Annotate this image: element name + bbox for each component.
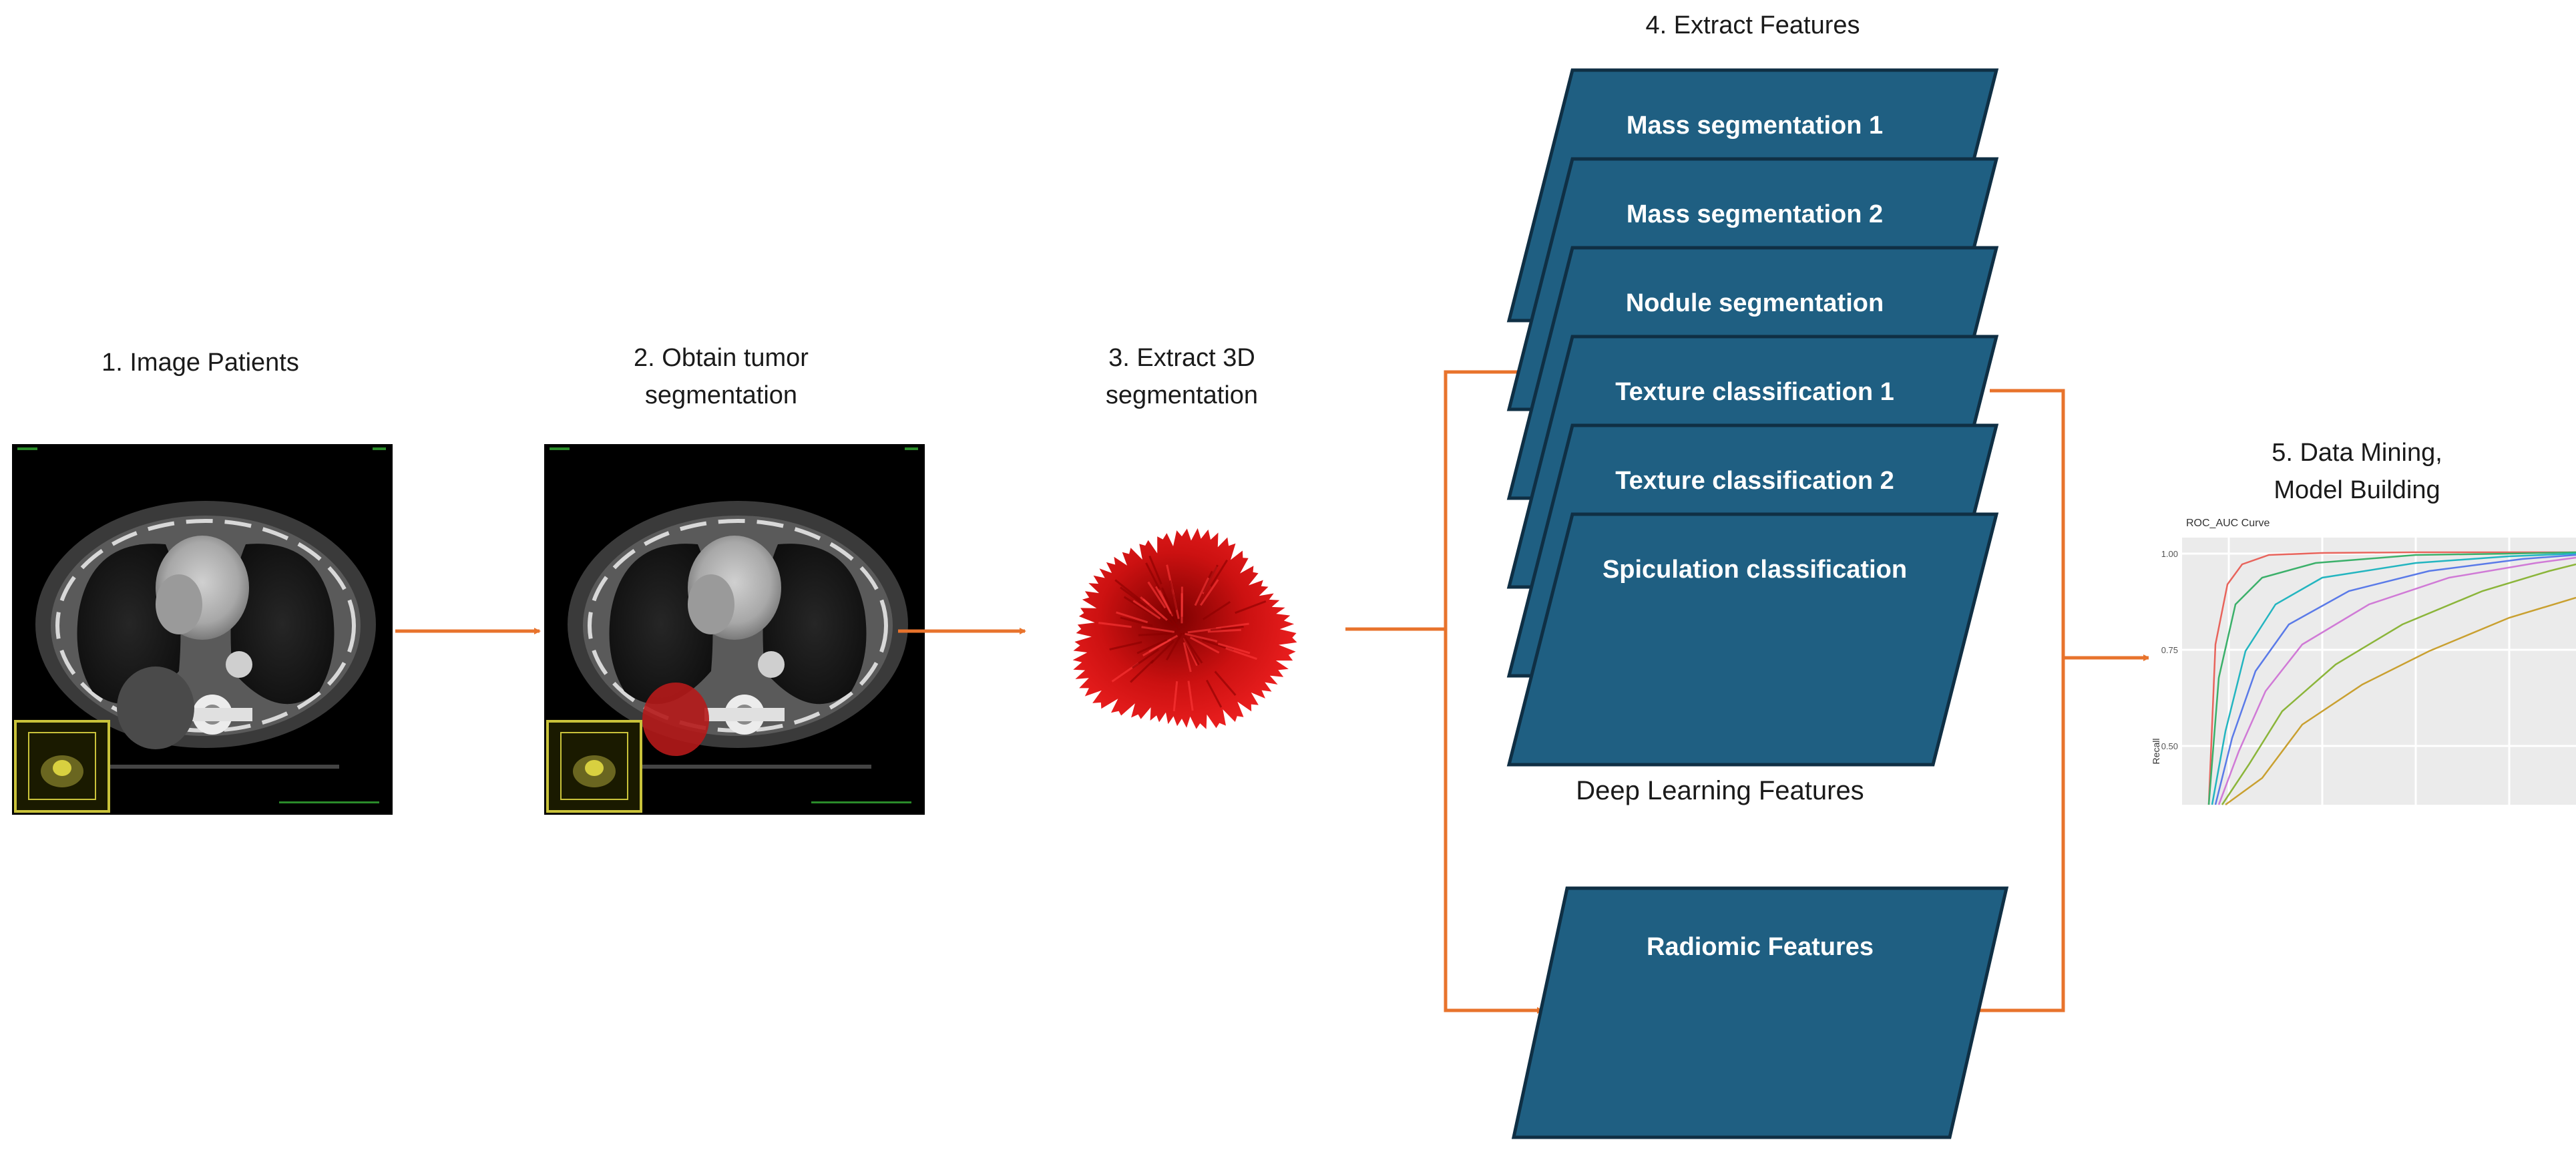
feature-card-label-texture-cls-2: Texture classification 2: [1615, 467, 1894, 495]
tumor-3d-render: [1073, 528, 1297, 729]
feature-card-label-spiculation-cls: Spiculation classification: [1602, 556, 1907, 584]
feature-card-label-mass-seg-2: Mass segmentation 2: [1627, 200, 1883, 228]
roc-ytick-2: 0.75: [2161, 645, 2178, 655]
radiomic-card: Radiomic Features: [1514, 888, 2006, 1137]
roc-title: ROC_AUC Curve: [2186, 518, 2270, 529]
roc-ytick-1: 1.00: [2161, 549, 2178, 559]
radiomic-label: Radiomic Features: [1647, 933, 1874, 961]
roc-curve-thumbnail: ROC_AUC Curve 1.00 0.75 0.50 Recall: [2149, 511, 2576, 805]
feature-card-stack: Mass segmentation 1 Mass segmentation 2 No…: [1509, 70, 1996, 765]
feature-card-spiculation-cls: [1509, 514, 1996, 765]
ct-image-patient: [12, 444, 393, 815]
roc-ytick-3: 0.50: [2161, 741, 2178, 751]
roc-ylabel: Recall: [2151, 739, 2161, 765]
ct-image-segmented: [544, 444, 925, 815]
arrow-deep-to-model: [1990, 391, 2063, 658]
tumor-3d-shape: [1073, 528, 1297, 729]
deep-learning-label: Deep Learning Features: [1576, 776, 1864, 805]
feature-card-label-texture-cls-1: Texture classification 1: [1615, 378, 1894, 406]
feature-card-label-nodule-seg: Nodule segmentation: [1626, 289, 1884, 317]
feature-card-label-mass-seg-1: Mass segmentation 1: [1627, 112, 1883, 140]
